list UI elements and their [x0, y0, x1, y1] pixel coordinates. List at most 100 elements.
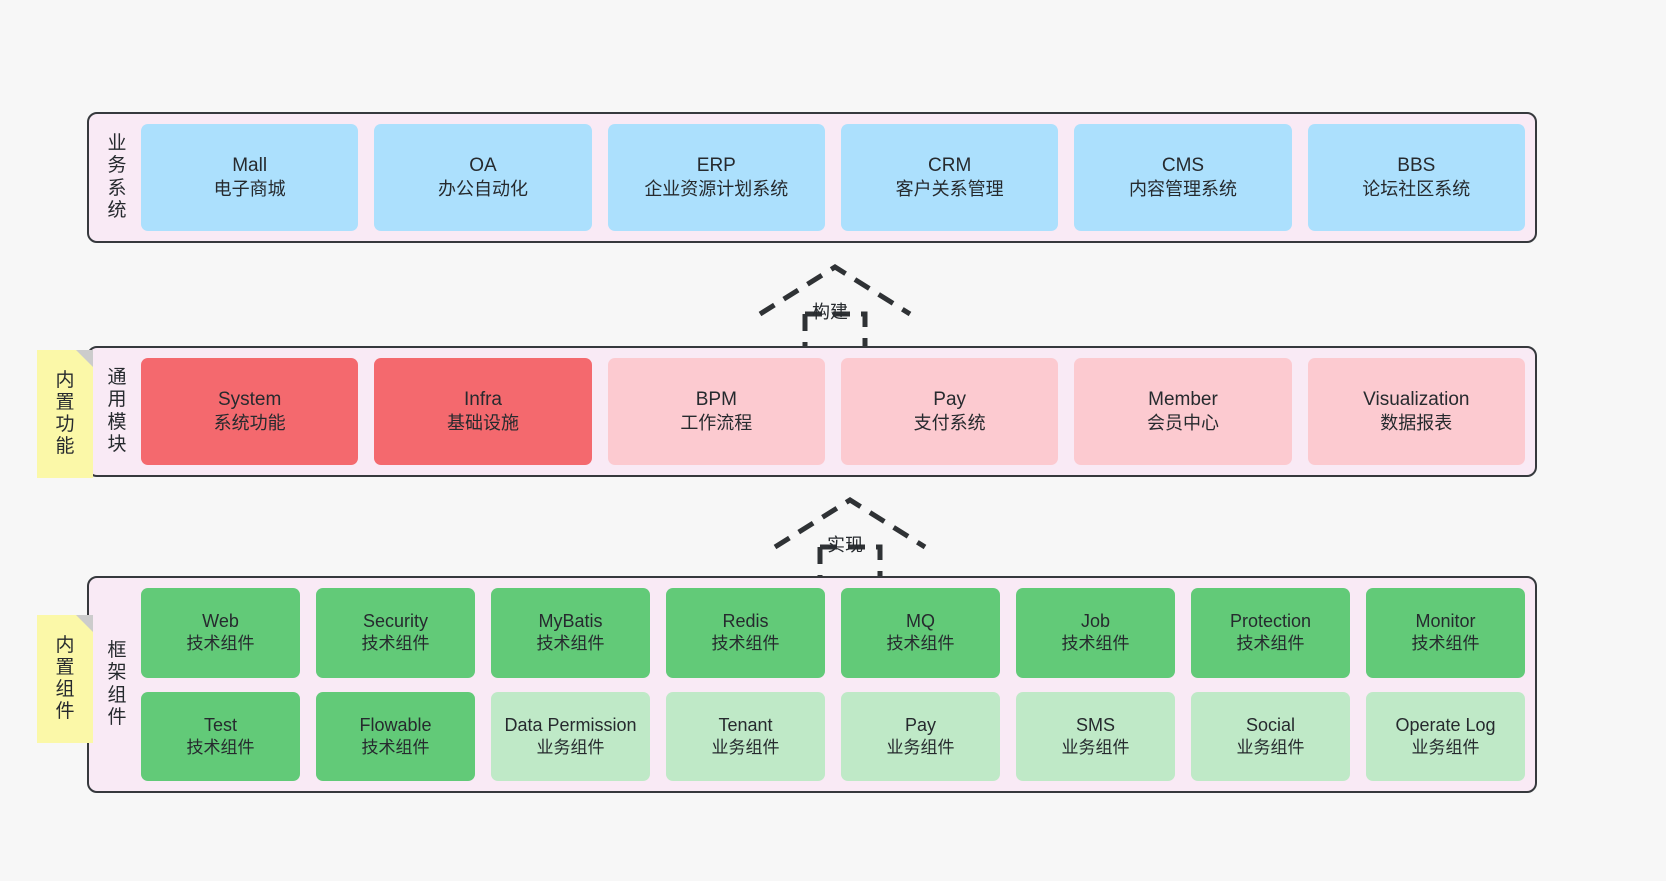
box-cn-label: 技术组件 — [361, 634, 430, 654]
box-cn-label: 技术组件 — [186, 737, 255, 757]
module-box-member[interactable]: Member 会员中心 — [1074, 358, 1292, 465]
component-box-redis[interactable]: Redis 技术组件 — [666, 588, 825, 678]
component-box-flowable[interactable]: Flowable 技术组件 — [316, 691, 475, 781]
component-box-protection[interactable]: Protection 技术组件 — [1191, 588, 1350, 678]
box-cn-label: 支付系统 — [913, 413, 986, 434]
note-fold-icon — [76, 615, 93, 632]
layer-common-modules: 通 用 模 块 System 系统功能 Infra 基础设施 BPM 工作流程 … — [87, 346, 1537, 477]
component-box-sms[interactable]: SMS 业务组件 — [1016, 691, 1175, 781]
box-en-label: Redis — [722, 611, 769, 632]
box-cn-label: 企业资源计划系统 — [644, 179, 789, 200]
box-cn-label: 工作流程 — [680, 413, 753, 434]
box-cn-label: 电子商城 — [213, 179, 286, 200]
box-cn-label: 技术组件 — [1411, 634, 1480, 654]
component-box-mybatis[interactable]: MyBatis 技术组件 — [491, 588, 650, 678]
component-box-operate-log[interactable]: Operate Log 业务组件 — [1366, 691, 1525, 781]
connector-implement-label: 实现 — [827, 535, 863, 555]
box-cn-label: 业务组件 — [536, 737, 605, 757]
box-cn-label: 客户关系管理 — [895, 179, 1004, 200]
module-box-system[interactable]: System 系统功能 — [141, 358, 359, 465]
box-cn-label: 技术组件 — [186, 634, 255, 654]
component-box-social[interactable]: Social 业务组件 — [1191, 691, 1350, 781]
module-box-bpm[interactable]: BPM 工作流程 — [607, 358, 825, 465]
component-box-data-permission[interactable]: Data Permission 业务组件 — [491, 691, 650, 781]
box-en-label: OA — [469, 154, 497, 176]
framework-row-business: Test 技术组件 Flowable 技术组件 Data Permission … — [141, 691, 1525, 781]
note-fold-icon — [76, 350, 93, 367]
box-en-label: Flowable — [359, 714, 432, 735]
component-box-web[interactable]: Web 技术组件 — [141, 588, 300, 678]
common-modules-box-row: System 系统功能 Infra 基础设施 BPM 工作流程 Pay 支付系统… — [141, 358, 1525, 465]
layer-business-systems: 业 务 系 统 Mall 电子商城 OA 办公自动化 ERP 企业资源计划系统 … — [87, 112, 1537, 243]
box-cn-label: 业务组件 — [1411, 737, 1480, 757]
box-en-label: CRM — [928, 154, 972, 176]
box-en-label: Protection — [1229, 611, 1312, 632]
module-box-visualization[interactable]: Visualization 数据报表 — [1307, 358, 1525, 465]
box-en-label: Job — [1080, 611, 1111, 632]
box-cn-label: 业务组件 — [886, 737, 955, 757]
box-en-label: MyBatis — [538, 611, 603, 632]
business-systems-box-row: Mall 电子商城 OA 办公自动化 ERP 企业资源计划系统 CRM 客户关系… — [141, 124, 1525, 231]
box-cn-label: 技术组件 — [886, 634, 955, 654]
box-cn-label: 技术组件 — [361, 737, 430, 757]
box-en-label: Operate Log — [1395, 714, 1496, 735]
system-box-oa[interactable]: OA 办公自动化 — [374, 124, 592, 231]
component-box-pay[interactable]: Pay 业务组件 — [841, 691, 1000, 781]
box-cn-label: 技术组件 — [711, 634, 780, 654]
connector-build: 构建 — [755, 262, 915, 352]
system-box-bbs[interactable]: BBS 论坛社区系统 — [1307, 124, 1525, 231]
system-box-erp[interactable]: ERP 企业资源计划系统 — [607, 124, 825, 231]
component-box-mq[interactable]: MQ 技术组件 — [841, 588, 1000, 678]
layer-framework-components: 框 架 组 件 Web 技术组件 Security 技术组件 MyBatis 技… — [87, 576, 1537, 793]
box-en-label: Web — [202, 611, 239, 632]
box-en-label: Test — [203, 714, 237, 735]
system-box-cms[interactable]: CMS 内容管理系统 — [1074, 124, 1292, 231]
box-en-label: ERP — [696, 154, 736, 176]
layer-title-common-modules: 通 用 模 块 — [107, 367, 127, 455]
box-en-label: Security — [362, 611, 429, 632]
note-label: 内 置 功 能 — [55, 369, 75, 458]
component-box-security[interactable]: Security 技术组件 — [316, 588, 475, 678]
box-cn-label: 技术组件 — [536, 634, 605, 654]
box-cn-label: 业务组件 — [1236, 737, 1305, 757]
box-en-label: BPM — [695, 388, 737, 410]
layer-title-framework-components: 框 架 组 件 — [107, 640, 127, 728]
framework-row-technical: Web 技术组件 Security 技术组件 MyBatis 技术组件 Redi… — [141, 588, 1525, 678]
box-en-label: Monitor — [1415, 611, 1476, 632]
component-box-job[interactable]: Job 技术组件 — [1016, 588, 1175, 678]
box-cn-label: 系统功能 — [213, 413, 286, 434]
generalization-arrow-icon — [758, 264, 912, 352]
box-en-label: Pay — [904, 714, 937, 735]
box-cn-label: 基础设施 — [446, 413, 519, 434]
note-builtin-features: 内 置 功 能 — [37, 350, 93, 478]
box-cn-label: 论坛社区系统 — [1362, 179, 1471, 200]
system-box-mall[interactable]: Mall 电子商城 — [141, 124, 359, 231]
box-en-label: Tenant — [718, 714, 773, 735]
box-en-label: Infra — [463, 388, 502, 410]
connector-build-label: 构建 — [812, 302, 848, 322]
component-box-test[interactable]: Test 技术组件 — [141, 691, 300, 781]
note-label: 内 置 组 件 — [55, 634, 75, 723]
box-en-label: CMS — [1161, 154, 1205, 176]
box-cn-label: 业务组件 — [1061, 737, 1130, 757]
system-box-crm[interactable]: CRM 客户关系管理 — [840, 124, 1059, 231]
box-cn-label: 技术组件 — [1236, 634, 1305, 654]
box-en-label: Pay — [933, 388, 967, 410]
box-cn-label: 业务组件 — [711, 737, 780, 757]
box-en-label: Data Permission — [504, 714, 637, 735]
note-builtin-components: 内 置 组 件 — [37, 615, 93, 743]
box-cn-label: 办公自动化 — [437, 179, 528, 200]
module-box-infra[interactable]: Infra 基础设施 — [374, 358, 592, 465]
box-cn-label: 会员中心 — [1146, 413, 1219, 434]
box-en-label: Member — [1148, 388, 1218, 410]
component-box-monitor[interactable]: Monitor 技术组件 — [1366, 588, 1525, 678]
box-en-label: BBS — [1397, 154, 1436, 176]
module-box-pay[interactable]: Pay 支付系统 — [840, 358, 1059, 465]
framework-components-grid: Web 技术组件 Security 技术组件 MyBatis 技术组件 Redi… — [141, 588, 1525, 781]
box-en-label: System — [217, 388, 282, 410]
component-box-tenant[interactable]: Tenant 业务组件 — [666, 691, 825, 781]
box-cn-label: 内容管理系统 — [1128, 179, 1237, 200]
connector-implement: 实现 — [770, 495, 930, 585]
box-cn-label: 技术组件 — [1061, 634, 1130, 654]
